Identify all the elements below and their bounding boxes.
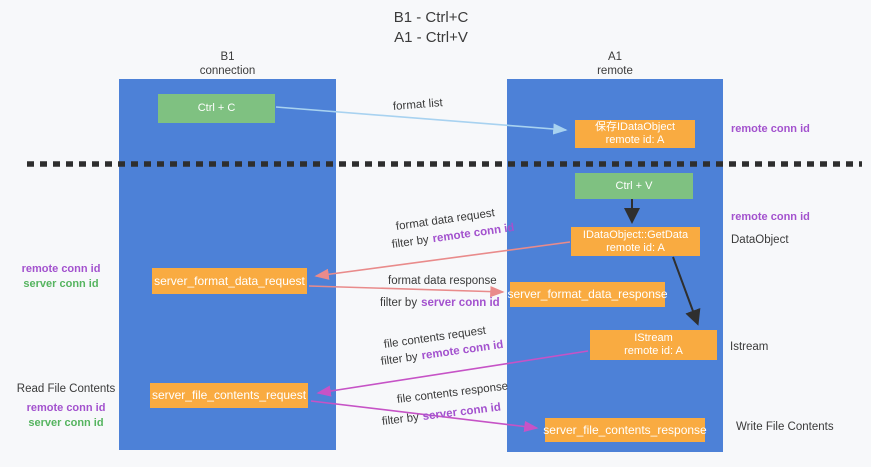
lane-header-a1: A1 remote — [507, 50, 723, 78]
save-idataobject-line2: remote id: A — [605, 134, 665, 146]
filter-by-text: filter by — [381, 411, 420, 428]
lane-b1-name: B1 — [220, 51, 235, 63]
server-format-data-request-label: server_format_data_request — [154, 273, 305, 288]
idataobject-getdata-line2: remote id: A — [606, 241, 665, 254]
lane-header-b1: B1 connection — [119, 50, 336, 78]
server-conn-id-key: server conn id — [421, 297, 500, 309]
istream-annotation: Istream — [730, 341, 769, 353]
filter-by-text: filter by — [391, 233, 430, 251]
remote-conn-id-annotation: remote conn id — [731, 123, 810, 135]
title-line-1: B1 - Ctrl+C — [393, 9, 469, 26]
read-file-contents-annotation-group: Read File Contents remote conn id server… — [12, 382, 120, 431]
server-file-contents-request-label: server_file_contents_request — [151, 388, 307, 402]
remote-conn-id-annotation: remote conn id — [26, 402, 106, 414]
server-conn-id-key: server conn id — [422, 401, 502, 423]
title-line-2: A1 - Ctrl+V — [394, 29, 468, 46]
remote-conn-id-annotation: remote conn id — [21, 263, 101, 275]
istream-line1: IStream — [634, 332, 673, 344]
server-format-data-response-node: server_format_data_response — [507, 282, 668, 307]
istream-line2: remote id: A — [624, 345, 683, 357]
server-file-contents-response-node: server_file_contents_response — [543, 418, 707, 442]
server-file-contents-request-node: server_file_contents_request — [150, 383, 308, 408]
filter-by-text: filter by — [380, 297, 418, 309]
lane-b1-role: connection — [199, 65, 256, 77]
istream-node: IStream remote id: A — [590, 330, 717, 360]
format-data-response-label: format data response — [388, 275, 497, 287]
dataobject-annotation: DataObject — [731, 234, 789, 246]
diagram-title: B1 - Ctrl+C A1 - Ctrl+V — [0, 8, 862, 48]
save-idataobject-node: 保存IDataObject remote id: A — [575, 120, 695, 148]
write-file-contents-annotation: Write File Contents — [736, 421, 834, 433]
read-file-contents-annotation: Read File Contents — [16, 383, 116, 395]
remote-conn-id-annotation: remote conn id — [731, 211, 810, 223]
save-idataobject-line1: 保存IDataObject — [594, 121, 676, 133]
ctrl-v-label: Ctrl + V — [615, 179, 653, 192]
server-conn-id-annotation: server conn id — [23, 278, 99, 290]
ctrl-c-label: Ctrl + C — [197, 102, 236, 114]
format-list-label: format list — [392, 97, 444, 113]
ctrl-v-node: Ctrl + V — [575, 173, 693, 199]
server-format-data-request-node: server_format_data_request — [152, 268, 307, 294]
server-conn-id-annotation: server conn id — [28, 417, 104, 429]
server-file-contents-response-label: server_file_contents_response — [543, 422, 707, 437]
lane-a1-name: A1 — [607, 51, 623, 63]
filter-by-text: filter by — [380, 350, 419, 368]
lane-a1-role: remote — [597, 65, 633, 77]
idataobject-getdata-line1: IDataObject::GetData — [582, 228, 689, 241]
idataobject-getdata-node: IDataObject::GetData remote id: A — [571, 227, 700, 256]
left-conn-id-annotation-group: remote conn id server conn id — [16, 262, 106, 292]
server-format-data-response-label: server_format_data_response — [507, 287, 668, 301]
ctrl-c-node: Ctrl + C — [158, 94, 275, 123]
